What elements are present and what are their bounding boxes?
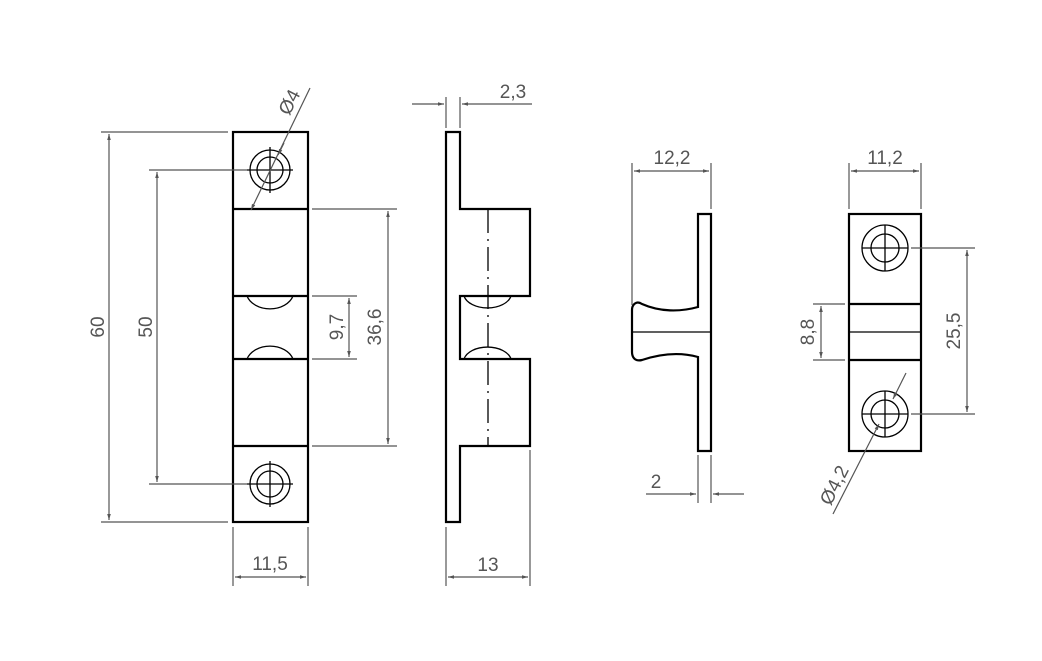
side-view-strike: 12,2 2 (630, 148, 744, 503)
dim-50-label: 50 (136, 316, 157, 337)
dim-12-2-label: 12,2 (654, 148, 691, 169)
dim-36-6-label: 36,6 (365, 309, 386, 346)
screw-hole-bottom (247, 461, 293, 507)
dim-13-label: 13 (477, 555, 498, 576)
strike-hole-top (861, 224, 909, 272)
side-view-catch: 2,3 13 (412, 82, 532, 586)
front-view-catch: 60 50 11,5 Ø4 9,7 36,6 (88, 86, 397, 586)
strike-hole-bottom (861, 390, 909, 438)
dim-25-5-label: 25,5 (944, 313, 965, 350)
dim-2-3-label: 2,3 (500, 82, 526, 103)
dim-11-2-label: 11,2 (867, 148, 903, 169)
dim-2-label: 2 (651, 472, 662, 493)
dim-60-label: 60 (88, 316, 109, 337)
dim-hole-dia-4-label: Ø4 (275, 86, 305, 119)
front-view-strike: 11,2 8,8 25,5 Ø4,2 (798, 148, 975, 515)
dim-8-8-label: 8,8 (798, 319, 819, 345)
dim-11-5-label: 11,5 (252, 554, 288, 575)
dim-9-7-label: 9,7 (327, 314, 348, 340)
